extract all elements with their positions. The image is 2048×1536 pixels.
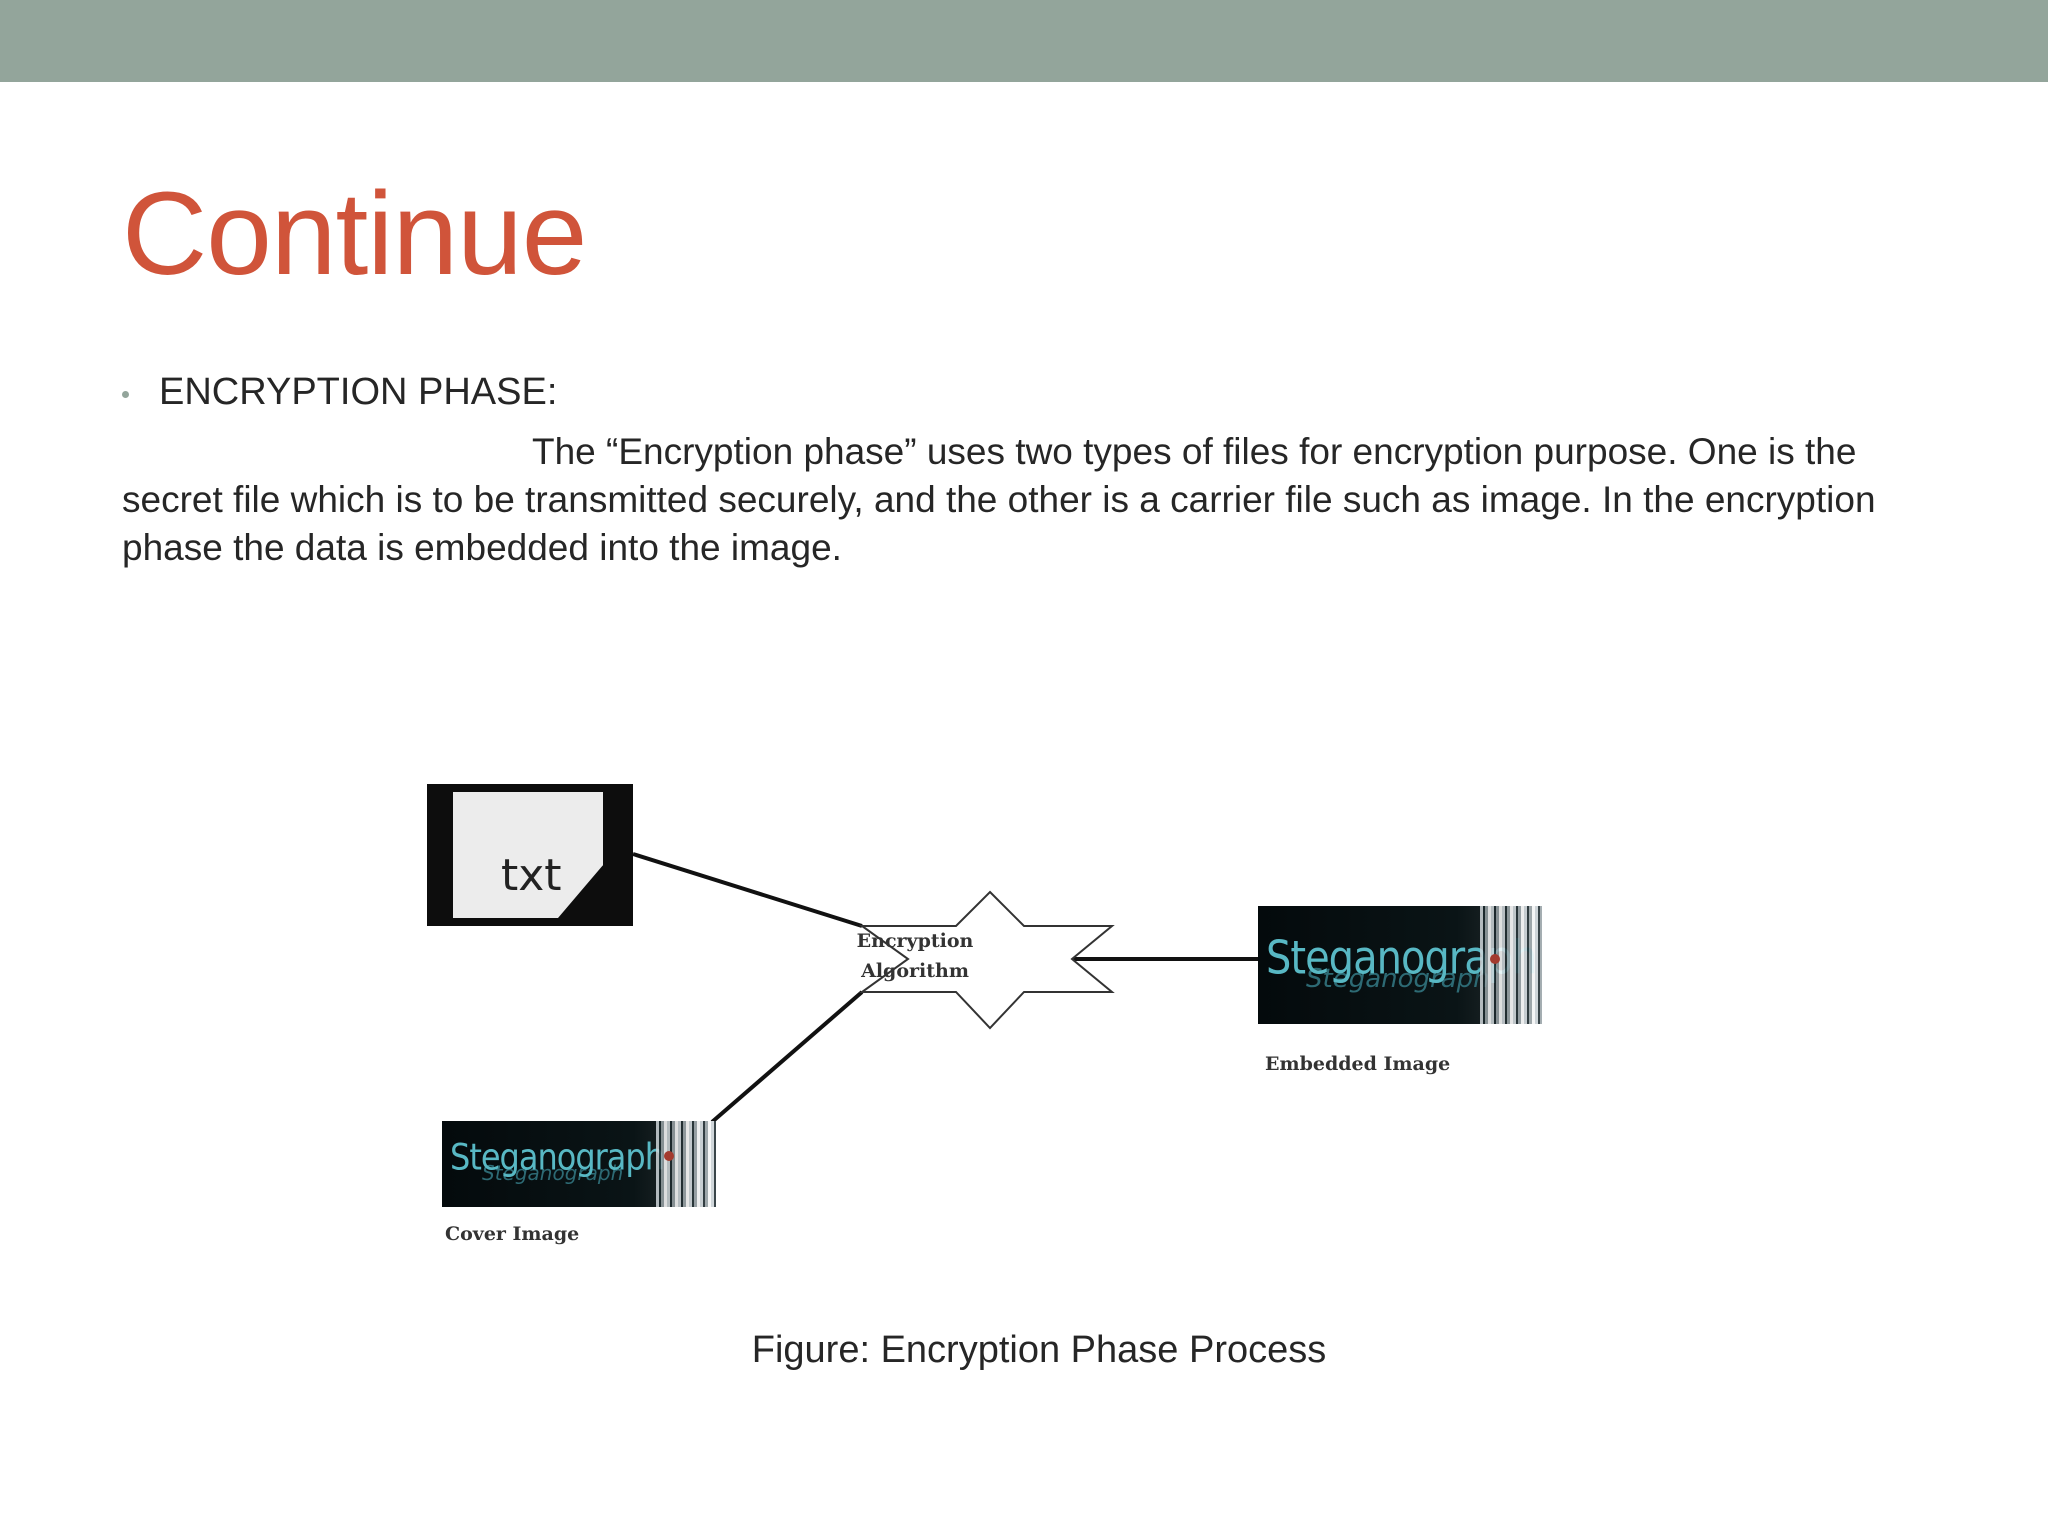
cover-image-text: Steganograph [450, 1135, 665, 1179]
connector-cover-to-algorithm [710, 990, 864, 1124]
body-paragraph: The “Encryption phase” uses two types of… [122, 431, 1876, 568]
slide-title: Continue [122, 168, 587, 300]
algorithm-label: Encryption Algorithm [840, 926, 990, 986]
encryption-diagram: txt Encryption Algorithm Steganograph St… [420, 776, 1570, 1256]
embedded-image-noise [1479, 906, 1542, 1024]
bullet-dot-icon [122, 390, 129, 398]
embedded-image-label: Embedded Image [1265, 1053, 1451, 1075]
connector-file-to-algorithm [632, 852, 863, 928]
diagram-connectors [632, 852, 1258, 1124]
top-accent-bar [0, 0, 2048, 82]
cover-image-label: Cover Image [445, 1223, 580, 1245]
algorithm-label-line2: Algorithm [861, 960, 969, 982]
cover-image-shadow-text: Steganograph [482, 1161, 624, 1185]
embedded-image: Steganograph Steganograph [1258, 906, 1542, 1024]
text-file-icon: txt [427, 784, 633, 926]
cover-image-noise [655, 1121, 716, 1207]
bullet-heading: ENCRYPTION PHASE: [159, 371, 558, 413]
figure-caption: Figure: Encryption Phase Process [751, 1329, 1327, 1371]
cover-image-red-mark [664, 1151, 674, 1161]
embedded-image-red-mark [1490, 954, 1500, 964]
embedded-image-shadow-text: Steganograph [1306, 964, 1490, 994]
bullet-item: ENCRYPTION PHASE: [122, 366, 557, 418]
text-file-label: txt [501, 850, 562, 901]
algorithm-label-line1: Encryption [856, 930, 974, 952]
cover-image: Steganograph Steganograph [442, 1121, 716, 1207]
algorithm-star-shape [858, 890, 1115, 1030]
